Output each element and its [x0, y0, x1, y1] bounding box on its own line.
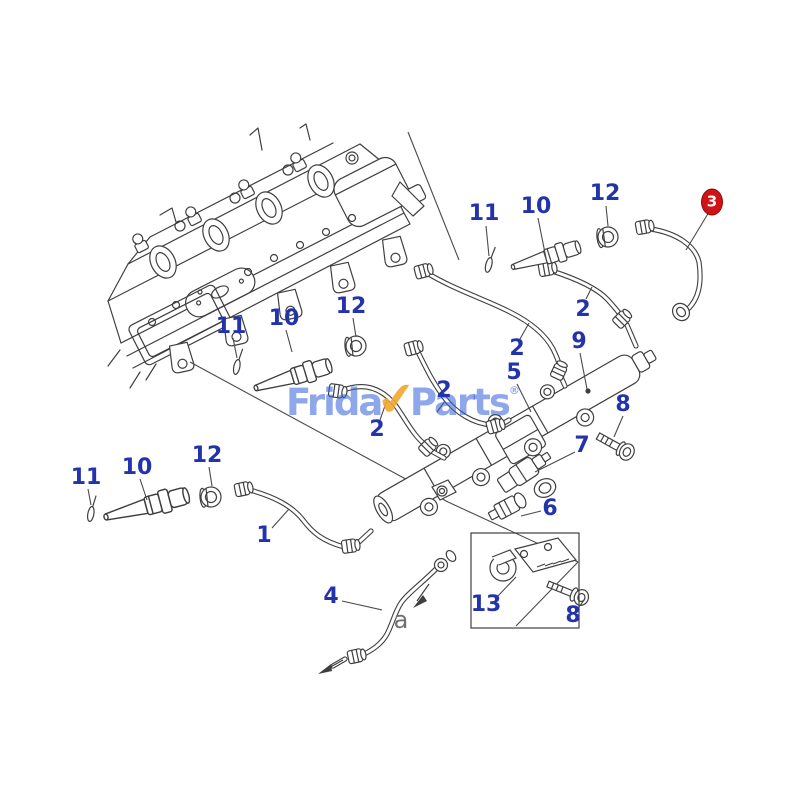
callout-7: 7: [574, 433, 590, 458]
watermark-registered-mark: ®: [508, 384, 520, 397]
watermark-text-left: Frida: [286, 381, 383, 424]
callout-11: 11: [70, 465, 102, 490]
callout-11: 11: [468, 201, 500, 226]
leader-lines: [87, 205, 710, 611]
fuel-rail: [373, 349, 657, 524]
callout-8: 8: [565, 603, 581, 628]
sensors-and-bolts: [431, 432, 635, 606]
callout-1: 1: [256, 523, 272, 548]
callout-12: 12: [191, 443, 223, 468]
callout-13: 13: [470, 592, 502, 617]
callout-2: 2: [436, 378, 452, 403]
watermark-text-right: Parts: [409, 381, 511, 424]
callout-12: 12: [589, 181, 621, 206]
callout-3: 3: [701, 188, 723, 216]
callout-6: 6: [542, 496, 558, 521]
engine-head-line-art: [107, 123, 427, 389]
watermark: Frida ✔ Parts ®: [286, 370, 520, 428]
callout-12: 12: [335, 294, 367, 319]
callout-5: 5: [506, 360, 522, 385]
callout-2: 2: [509, 336, 525, 361]
callout-8: 8: [615, 392, 631, 417]
callout-a: a: [393, 606, 409, 634]
callout-4: 4: [323, 584, 339, 609]
fittings: [85, 218, 691, 665]
callout-9: 9: [571, 329, 587, 354]
callout-2: 2: [575, 297, 591, 322]
direction-arrows: [318, 583, 430, 674]
callout-10: 10: [520, 194, 552, 219]
callout-10: 10: [268, 306, 300, 331]
bracket-detail-box: [470, 532, 580, 629]
callout-2: 2: [369, 417, 385, 442]
callout-11: 11: [215, 314, 247, 339]
callout-10: 10: [121, 455, 153, 480]
